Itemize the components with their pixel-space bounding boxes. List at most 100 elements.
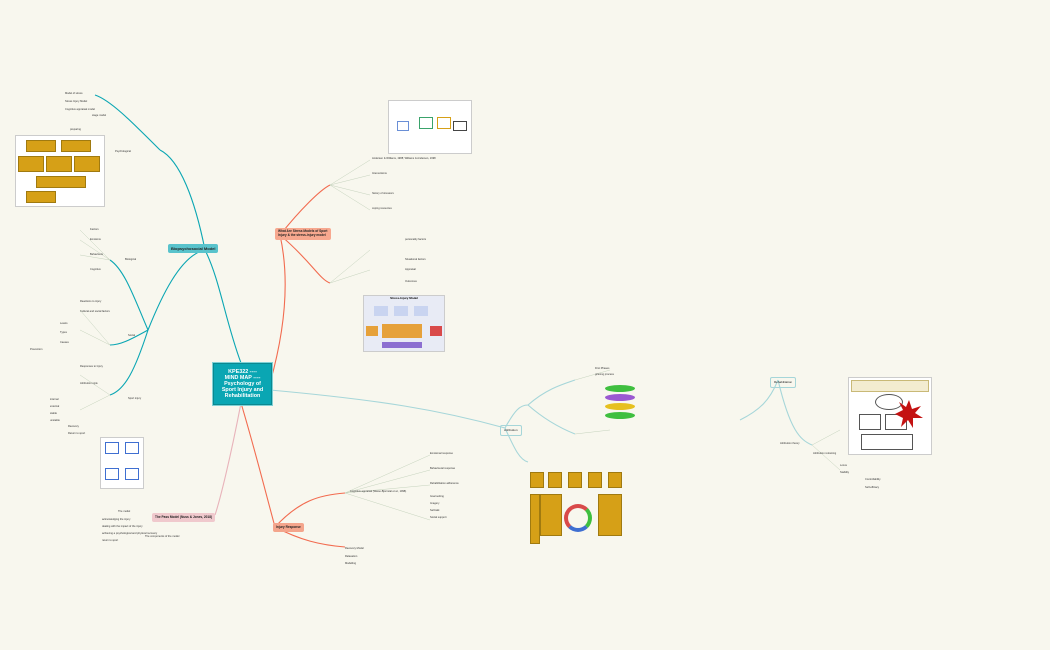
node-stress-injury-model[interactable]: Stress Injury Model [65, 100, 88, 103]
node-emotions[interactable]: Emotions [90, 238, 101, 241]
center-line-1: KPE322 ---- [228, 369, 257, 375]
node-situational-factors[interactable]: Situational factors [405, 258, 426, 261]
node-recovery-model[interactable]: Recovery Model [345, 547, 364, 550]
node-factors[interactable]: Factors [90, 228, 99, 231]
node-the-model[interactable]: The model [118, 510, 131, 513]
node-cognitive-appraisal-model[interactable]: Cognitive appraisal model [65, 108, 95, 111]
node-return-sport[interactable]: Return to sport [68, 432, 86, 435]
rehab-box-bottom [861, 434, 913, 450]
box-pre-injury-1 [530, 472, 544, 488]
node-personality-factors[interactable]: personality factors [405, 238, 427, 241]
node-return-to-sport[interactable]: return to sport [102, 539, 119, 542]
node-locus[interactable]: Locus [840, 464, 847, 467]
branch-biopsychosocial[interactable]: Biopsychosocial Model [168, 244, 219, 253]
node-achieving[interactable]: achieving a psychological and physical r… [102, 532, 158, 535]
node-behavioural-response[interactable]: Behavioural response [430, 467, 456, 470]
box-psych-factors [26, 140, 56, 152]
branch-injury-response[interactable]: Injury Response [273, 523, 304, 532]
node-interventions[interactable]: Interventions [372, 172, 387, 175]
box-injury-main [430, 326, 442, 336]
box-potentially-stressful [366, 326, 378, 336]
node-preparing[interactable]: preparing [70, 128, 81, 131]
node-unstable[interactable]: unstable [50, 419, 60, 422]
node-behaviours[interactable]: Behaviours [90, 253, 103, 256]
node-responses-injury[interactable]: Responses to Injury [80, 365, 103, 368]
node-sport-injury[interactable]: Sport injury [128, 397, 142, 400]
node-attribution-style[interactable]: Attribution style [80, 382, 98, 385]
node-dealing[interactable]: dealing with the impact of the injury [102, 525, 143, 528]
node-cultural[interactable]: Cultural and social factors [80, 310, 110, 313]
center-line-4: Sport Injury and [221, 387, 264, 393]
branch-rehabilitation[interactable]: Rehabilitation [770, 377, 797, 388]
branch-pass-model[interactable]: The Pass Model (Nuss & Jones, 2018) [152, 513, 216, 522]
node-rehab-adherence[interactable]: Rehabilitation adherence [430, 482, 459, 485]
box-appraisal [419, 117, 433, 129]
node-relaxation[interactable]: Relaxation [345, 555, 358, 558]
box-stress-response-main [382, 324, 422, 338]
box-situational-factors [598, 494, 622, 536]
star-burst-icon [895, 400, 923, 428]
branch-attribution[interactable]: Attribution [500, 425, 522, 436]
box-outcome [36, 176, 86, 188]
box-pre-injury-5 [608, 472, 622, 488]
node-components[interactable]: The components of the model [145, 535, 180, 538]
cycle-appraisal-response [564, 504, 592, 532]
node-external[interactable]: external [50, 405, 60, 408]
box-rehab [26, 191, 56, 203]
node-causes[interactable]: Causes [60, 341, 69, 344]
stage-achieving [605, 403, 635, 410]
node-attribution-theory[interactable]: Attribution theory [780, 442, 800, 445]
box-behavioral-factors [18, 156, 44, 172]
box-pre-injury-2 [548, 472, 562, 488]
node-controllability[interactable]: Controllability [865, 478, 881, 481]
box-history [397, 121, 409, 131]
node-types[interactable]: Types [60, 331, 67, 334]
pass-box-2 [125, 442, 139, 454]
pass-box-4 [125, 468, 139, 480]
node-self-talk[interactable]: Self-talk [430, 509, 440, 512]
box-stress-response [437, 117, 451, 129]
node-cognitive-appraisal-model-detail[interactable]: Cognitive appraisal (Wiese-Bjornstal et … [350, 490, 407, 493]
node-reactions-injury[interactable]: Reactions to injury [80, 300, 102, 303]
node-imagery[interactable]: Imagery [430, 502, 440, 505]
node-levels[interactable]: Levels [60, 322, 68, 325]
node-first-phases[interactable]: First Phases [595, 367, 610, 370]
node-internal[interactable]: internal [50, 398, 59, 401]
node-stage-model[interactable]: stage model [92, 114, 107, 117]
node-attribution-retraining[interactable]: Attribution retraining [813, 452, 837, 455]
stage-return [605, 412, 635, 419]
node-psychological[interactable]: Psychological [115, 150, 131, 153]
node-stable[interactable]: stable [50, 412, 57, 415]
node-stability[interactable]: Stability [840, 471, 850, 474]
center-line-3: Psychology of [224, 381, 261, 387]
node-self-efficacy[interactable]: Self-efficacy [865, 486, 880, 489]
node-social-support[interactable]: Social support [430, 516, 447, 519]
box-pre-injury-4 [588, 472, 602, 488]
node-coping-resources[interactable]: coping resources [372, 207, 392, 210]
pass-model-diagram [100, 437, 144, 489]
node-acknowledge[interactable]: acknowledging the injury [102, 518, 131, 521]
center-line-2: MIND MAP ---- [224, 375, 261, 381]
central-topic[interactable]: KPE322 ---- MIND MAP ---- Psychology of … [213, 363, 272, 405]
branch-stress-models[interactable]: What Are Stress Models of Sport Injury &… [275, 228, 331, 240]
node-outcomes[interactable]: Outcomes [405, 280, 417, 283]
center-line-5: Rehabilitation [224, 393, 261, 399]
node-model-of-stress[interactable]: Model of stress [65, 92, 83, 95]
node-social[interactable]: Social [128, 334, 136, 337]
node-grieving[interactable]: grieving process [595, 373, 614, 376]
node-emotional-response[interactable]: Emotional response [430, 452, 453, 455]
node-biological[interactable]: Biological [125, 258, 137, 261]
node-appraisal[interactable]: Appraisal [405, 268, 416, 271]
pass-box-3 [105, 468, 119, 480]
node-andersen-ref[interactable]: Andersen & Williams, 1988; Williams & An… [372, 157, 436, 160]
stage-acknowledge [605, 385, 635, 392]
node-prevention[interactable]: Prevention [30, 348, 43, 351]
node-history-stressors[interactable]: history of stressors [372, 192, 394, 195]
node-recovery[interactable]: Recovery [68, 425, 79, 428]
node-modelling[interactable]: Modelling [345, 562, 357, 565]
node-cognitive[interactable]: Cognitive [90, 268, 101, 271]
pass-box-1 [105, 442, 119, 454]
node-goal-setting[interactable]: Goal setting [430, 495, 444, 498]
